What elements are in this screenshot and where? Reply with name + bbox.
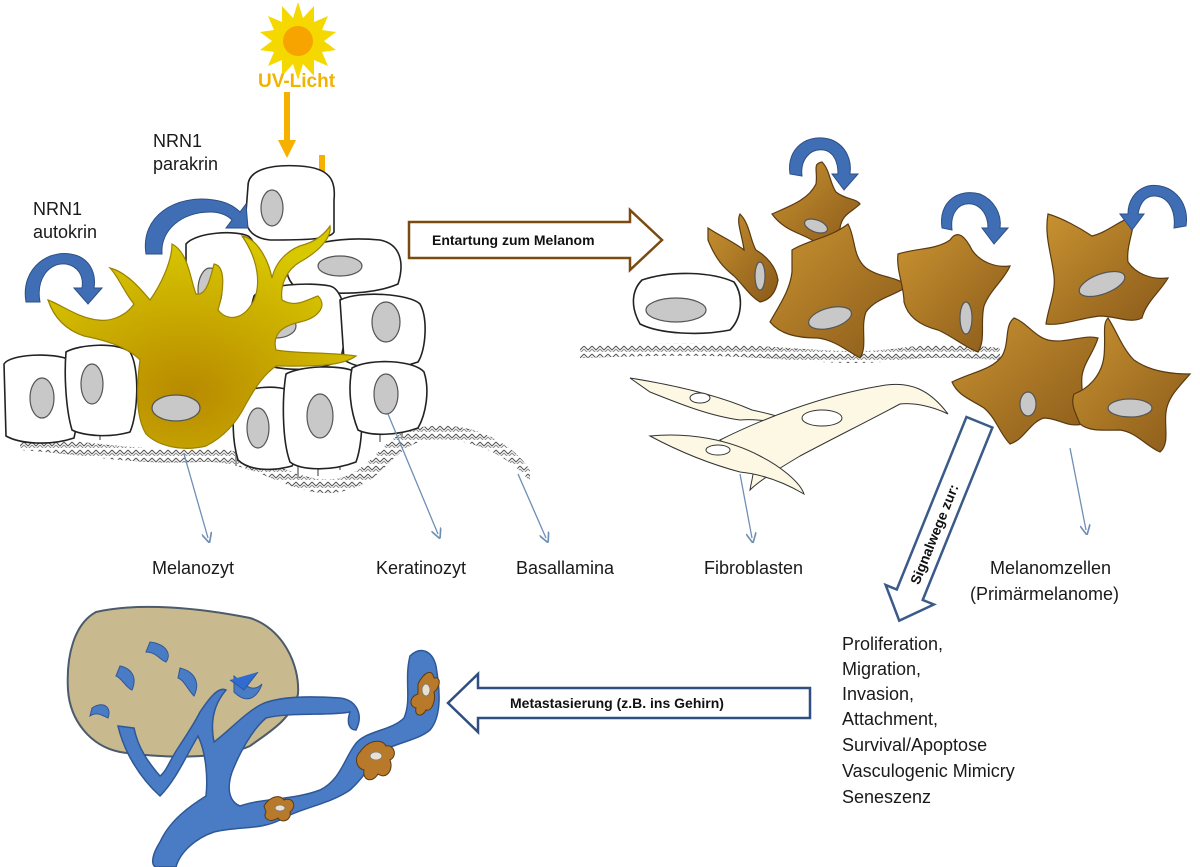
- tumor-autocrine-arc-icon: [1119, 184, 1187, 231]
- pathway-list: Proliferation, Migration, Invasion, Atta…: [842, 634, 1015, 807]
- fibroblasts-label: Fibroblasten: [704, 558, 803, 578]
- melanocyte-cell: [47, 224, 358, 449]
- nrn1-autocrine-line1: NRN1: [33, 199, 82, 219]
- keratinocyte-cell: [349, 360, 428, 436]
- blood-vessel: [117, 649, 440, 867]
- metastatic-cell: [410, 671, 440, 716]
- melanoma-cell: [771, 161, 861, 251]
- fibroblast-cell: [719, 383, 949, 492]
- sun-icon: [260, 2, 336, 80]
- metastatic-cell: [356, 740, 395, 781]
- metastasis-arrow-label: Metastasierung (z.B. ins Gehirn): [510, 695, 724, 711]
- degeneration-arrow: Entartung zum Melanom: [407, 207, 664, 273]
- nrn1-autocrine-line2: autokrin: [33, 222, 97, 242]
- basal-lamina-right: [580, 343, 1000, 364]
- brain-vessel-fragments: [89, 641, 263, 719]
- melanoma-cell: [1045, 213, 1170, 325]
- fibroblast-pointer: [739, 473, 752, 538]
- keratinocyte-cell: [64, 344, 138, 437]
- paracrine-arc-icon: [144, 198, 249, 255]
- keratinocyte-cell: [244, 164, 336, 241]
- keratinocyte-cell: [282, 366, 363, 470]
- keratinocyte-cell: [3, 354, 79, 444]
- melanoma-cell: [707, 212, 779, 303]
- uv-light-label: UV-Licht: [258, 71, 336, 92]
- melanoma-pointer: [1069, 447, 1086, 530]
- nrn1-paracrine-line2: parakrin: [153, 154, 218, 174]
- keratinocyte-cell: [339, 293, 426, 370]
- pathway-item: Attachment,: [842, 709, 938, 729]
- melanoma-cell: [769, 223, 909, 359]
- tumor-autocrine-arc-icon: [789, 137, 860, 191]
- basal-lamina-label: Basallamina: [516, 558, 615, 578]
- degeneration-arrow-label: Entartung zum Melanom: [432, 232, 595, 248]
- keratinocyte-pointer: [387, 413, 438, 534]
- melanocyte-nucleus: [151, 394, 201, 422]
- melanoma-cell: [951, 317, 1099, 445]
- metastatic-cell: [263, 796, 295, 822]
- melanoma-cells-label-line1: Melanomzellen: [990, 558, 1111, 578]
- tumor-autocrine-arc-icon: [941, 192, 1010, 245]
- metastasis-arrow: Metastasierung (z.B. ins Gehirn): [446, 671, 812, 735]
- melanoma-cells-label-line2: (Primärmelanome): [970, 584, 1119, 604]
- pathway-item: Seneszenz: [842, 787, 931, 807]
- basal-lamina-pointer: [517, 473, 546, 538]
- melanocyte-pointer: [183, 453, 208, 538]
- keratinocyte-label: Keratinozyt: [376, 558, 466, 578]
- pathway-item: Vasculogenic Mimicry: [842, 761, 1015, 781]
- uv-arrow-left: [278, 92, 296, 158]
- nrn1-paracrine-line1: NRN1: [153, 131, 202, 151]
- autocrine-arc-icon: [24, 253, 104, 305]
- fibroblast-cell: [648, 434, 805, 496]
- melanoma-cell: [897, 234, 1011, 353]
- melanoma-cell: [1072, 317, 1192, 453]
- basal-lamina: [20, 425, 530, 494]
- keratinocyte-cell: [232, 386, 301, 471]
- pathway-item: Proliferation,: [842, 634, 943, 654]
- pathway-item: Invasion,: [842, 684, 914, 704]
- fibroblast-cell: [632, 272, 742, 335]
- melanocyte-label: Melanozyt: [152, 558, 234, 578]
- pathway-item: Migration,: [842, 659, 921, 679]
- pathway-item: Survival/Apoptose: [842, 735, 987, 755]
